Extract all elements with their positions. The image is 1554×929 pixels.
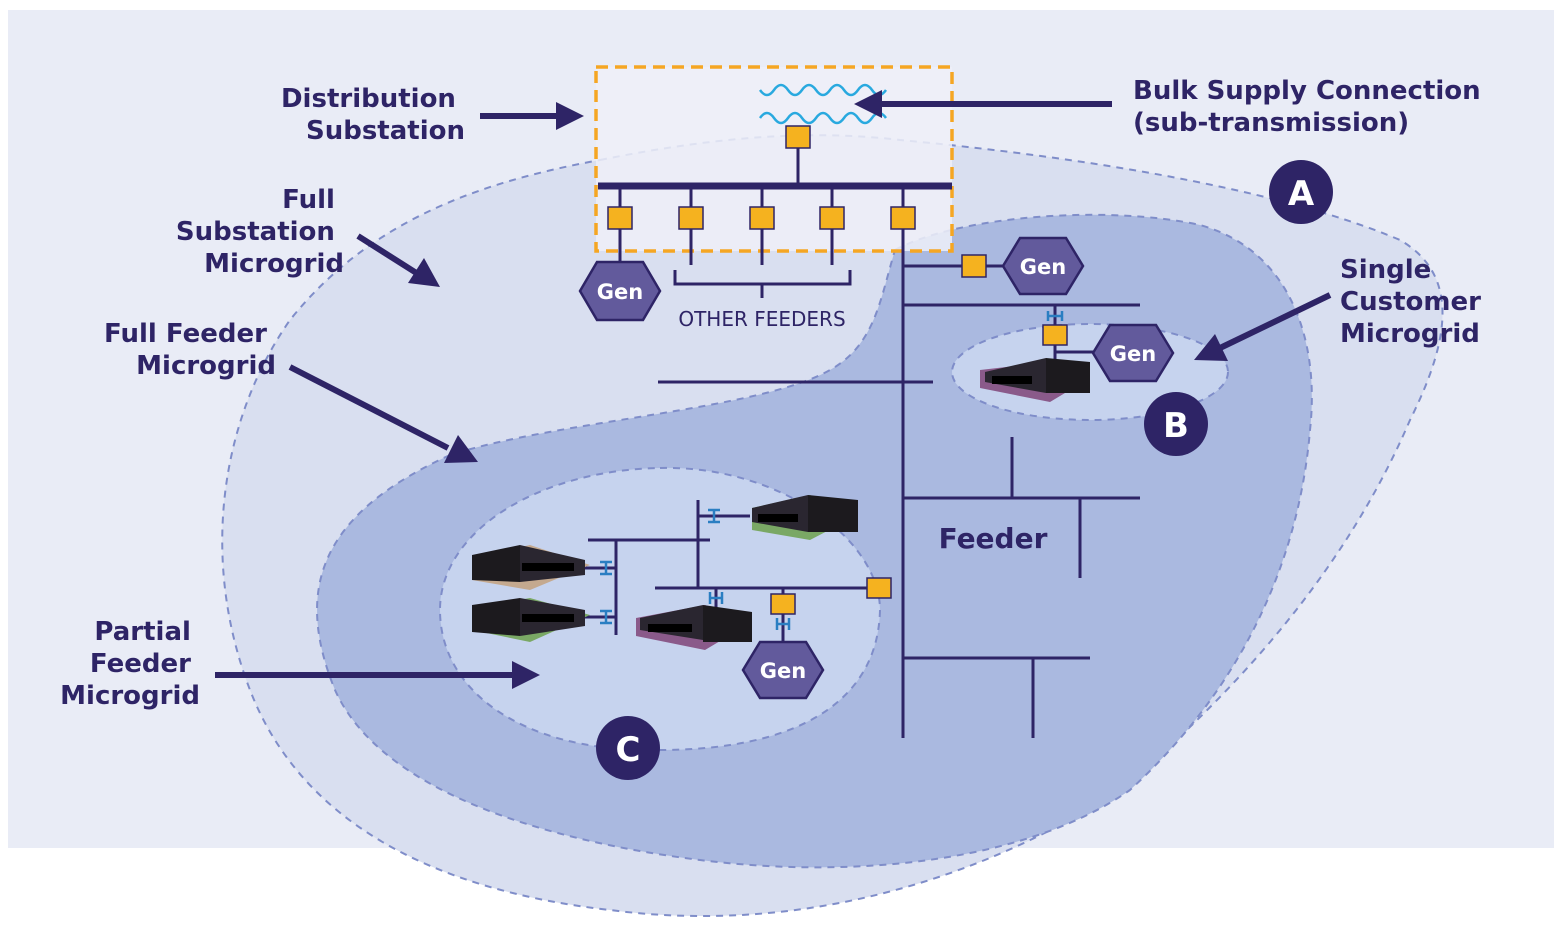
badge-c bbox=[596, 716, 660, 780]
arrow-icon bbox=[215, 661, 540, 689]
single-customer-microgrid-label: Single Customer Microgrid bbox=[1340, 255, 1490, 349]
badge-a-label: A bbox=[1288, 174, 1315, 214]
generator-icon bbox=[578, 260, 662, 322]
switch-icon bbox=[961, 254, 987, 278]
arrow-icon bbox=[854, 90, 1112, 118]
breaker-icon bbox=[600, 560, 612, 576]
gen-label: Gen bbox=[1110, 342, 1156, 366]
breaker-icon bbox=[1046, 311, 1064, 321]
gen-label: Gen bbox=[760, 659, 806, 683]
switch-icon bbox=[866, 577, 892, 599]
building-icon bbox=[472, 545, 590, 590]
badge-a bbox=[1269, 160, 1333, 224]
generator-icon bbox=[1001, 236, 1085, 296]
feeder-label: Feeder bbox=[939, 522, 1048, 555]
badge-b bbox=[1144, 392, 1208, 456]
partial-feeder-microgrid-label: Partial Feeder Microgrid bbox=[60, 617, 200, 711]
arrow-icon bbox=[480, 102, 584, 130]
building-icon bbox=[980, 358, 1090, 402]
bulk-supply-label: Bulk Supply Connection (sub-transmission… bbox=[1133, 76, 1490, 138]
breaker-icon bbox=[775, 618, 791, 630]
switch-icon bbox=[749, 206, 775, 230]
building-icon bbox=[636, 605, 752, 650]
switch-icon bbox=[770, 593, 796, 615]
badge-b-label: B bbox=[1163, 406, 1189, 446]
generator-icon bbox=[741, 640, 825, 700]
badge-c-label: C bbox=[616, 730, 641, 770]
switch-icon bbox=[1042, 324, 1068, 346]
breaker-icon bbox=[708, 508, 720, 524]
full-feeder-microgrid-label: Full Feeder Microgrid bbox=[104, 319, 276, 381]
breaker-icon bbox=[600, 609, 612, 625]
generator-icon bbox=[1091, 323, 1175, 383]
other-feeders-label: OTHER FEEDERS bbox=[678, 307, 845, 331]
breaker-icon bbox=[708, 592, 724, 604]
transformer-icon bbox=[758, 83, 888, 125]
gen-label: Gen bbox=[1020, 255, 1066, 279]
gen-label: Gen bbox=[597, 280, 643, 304]
switch-icon bbox=[607, 206, 633, 230]
switch-icon bbox=[819, 206, 845, 230]
switch-icon bbox=[678, 206, 704, 230]
arrow-icon bbox=[1194, 292, 1332, 361]
building-icon bbox=[752, 495, 858, 540]
arrow-icon bbox=[356, 233, 440, 287]
distribution-substation-label: Distribution Substation bbox=[281, 84, 465, 146]
full-substation-microgrid-label: Full Substation Microgrid bbox=[176, 185, 344, 279]
arrow-icon bbox=[288, 364, 478, 463]
switch-icon bbox=[785, 125, 811, 149]
switch-icon bbox=[890, 206, 916, 230]
building-icon bbox=[472, 598, 590, 642]
